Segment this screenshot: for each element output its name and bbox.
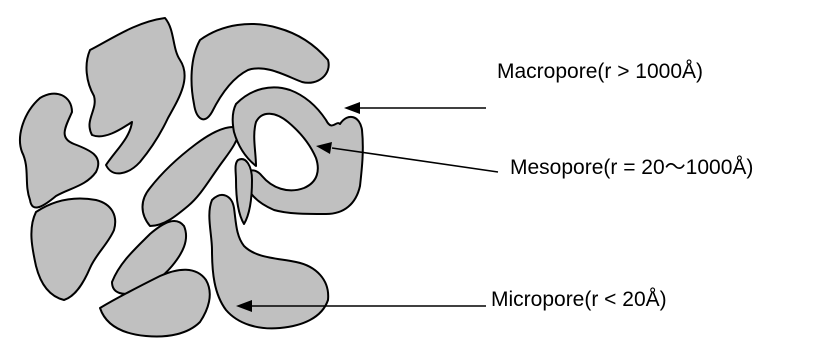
macropore-arrow-head <box>344 102 360 114</box>
mesopore-label: Mesopore(r = 20～1000Å) <box>510 157 753 178</box>
particle-lobe-bottom-right <box>209 195 328 328</box>
particle-lobe-upper-left <box>87 18 185 173</box>
macropore-arrow <box>344 102 486 114</box>
particle-lobe-lower-left <box>31 199 115 301</box>
porous-particle <box>20 18 363 336</box>
micropore-label: Micropore(r < 20Å) <box>491 289 667 310</box>
macropore-label: Macropore(r > 1000Å) <box>497 61 703 82</box>
particle-lobe-spike <box>236 159 253 224</box>
particle-lobe-left <box>20 94 98 208</box>
